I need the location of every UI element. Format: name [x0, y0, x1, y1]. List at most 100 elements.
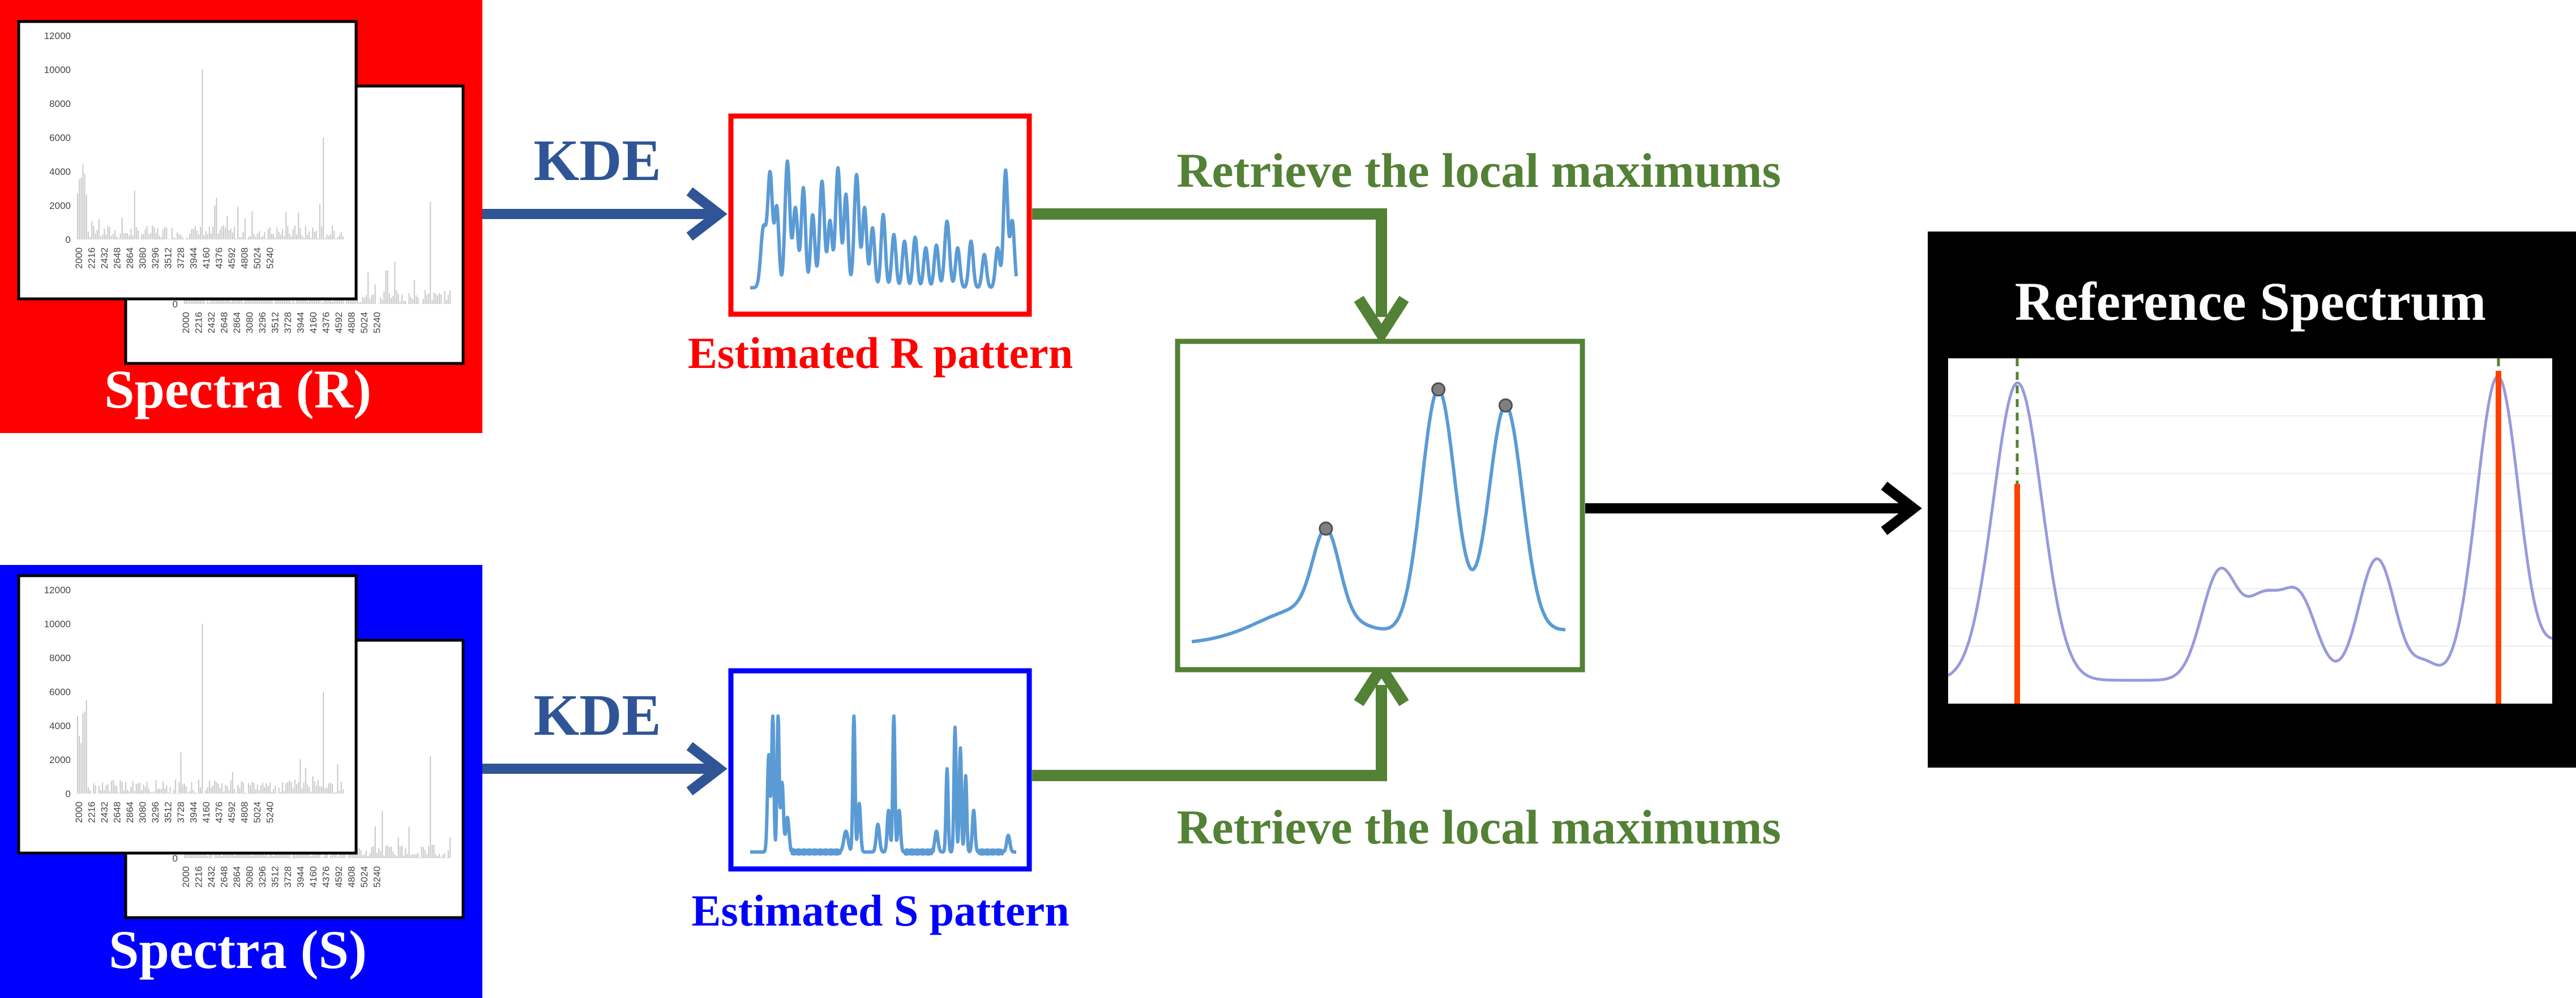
- thumb-bars: [77, 70, 344, 239]
- thumb-x-tick: 4592: [226, 802, 237, 823]
- estimated-s-pattern-label: Estimated S pattern: [691, 886, 1069, 935]
- thumb-x-tick: 2432: [206, 866, 217, 888]
- reference-spectrum-panel: Reference Spectrum: [1928, 232, 2576, 768]
- thumb-x-tick: 3728: [176, 247, 186, 269]
- thumb-x-tick: 4808: [346, 866, 357, 888]
- retrieve-label-r: Retrieve the local maximums: [1176, 143, 1781, 198]
- kde-label-s: KDE: [533, 683, 661, 748]
- thumb-x-tick: 2216: [87, 247, 97, 269]
- thumb-x-tick: 4592: [333, 312, 344, 333]
- thumb-x-tick: 2648: [219, 312, 230, 333]
- thumb-x-tick: 2216: [194, 866, 204, 888]
- thumb-x-tick: 3296: [257, 866, 268, 888]
- thumb-y-tick: 0: [173, 299, 178, 310]
- thumb-y-tick: 6000: [49, 687, 71, 697]
- thumb-x-tick: 3944: [189, 802, 199, 823]
- kde-arrow-s: [482, 742, 728, 796]
- thumb-x-tick: 2648: [112, 802, 123, 823]
- thumb-x-tick: 4160: [201, 247, 212, 269]
- spectra-s-label: Spectra (S): [109, 919, 367, 980]
- thumb-x-tick: 3512: [270, 866, 281, 888]
- thumb-x-tick: 4376: [321, 866, 332, 888]
- thumb-x-tick: 3728: [283, 312, 293, 333]
- thumb-x-tick: 3296: [257, 312, 268, 333]
- thumb-y-tick: 0: [173, 853, 178, 864]
- thumb-x-tick: 2432: [206, 312, 217, 333]
- thumb-x-tick: 2648: [219, 866, 230, 888]
- thumb-x-tick: 3296: [150, 247, 161, 269]
- thumb-y-tick: 8000: [49, 653, 71, 663]
- thumb-y-tick: 0: [66, 789, 71, 799]
- thumb-x-tick: 2216: [87, 802, 97, 823]
- thumb-bars: [77, 624, 344, 794]
- thumb-x-tick: 2864: [232, 312, 242, 333]
- thumb-x-tick: 2000: [74, 802, 84, 823]
- thumb-y-tick: 2000: [49, 200, 71, 211]
- thumb-y-tick: 12000: [44, 585, 71, 596]
- thumb-x-tick: 5024: [359, 312, 370, 333]
- thumb-x-tick: 2864: [232, 866, 242, 888]
- thumb-x-tick: 4160: [201, 802, 212, 823]
- thumb-y-tick: 6000: [49, 132, 71, 143]
- thumb-x-tick: 4592: [333, 866, 344, 888]
- thumb-y-tick: 10000: [44, 619, 71, 629]
- thumb-x-tick: 2864: [125, 802, 135, 823]
- local-maximum-markers: [1319, 382, 1513, 536]
- thumb-x-tick: 2864: [125, 247, 135, 269]
- local-maximum-marker: [1498, 398, 1513, 413]
- estimated-r-pattern-line: [748, 159, 1018, 290]
- estimated-r-pattern-label: Estimated R pattern: [688, 328, 1073, 378]
- thumb-x-tick: 3296: [150, 802, 161, 823]
- local-maximum-box: [1175, 339, 1585, 673]
- reference-grid: [1948, 415, 2552, 647]
- thumb-x-tick: 5240: [372, 866, 383, 888]
- local-maximum-marker: [1319, 521, 1333, 536]
- thumb-x-tick: 2000: [181, 866, 191, 888]
- thumb-x-tick: 4376: [214, 247, 225, 269]
- thumb-x-tick: 5024: [359, 866, 370, 888]
- thumb-x-tick: 4376: [214, 802, 225, 823]
- thumb-y-tick: 8000: [49, 98, 71, 109]
- thumb-y-tick: 4000: [49, 721, 71, 731]
- thumb-x-tick: 3512: [163, 247, 174, 269]
- thumb-x-tick: 3944: [296, 866, 306, 888]
- estimated-s-pattern-box: [728, 668, 1032, 872]
- thumb-x-tick: 5024: [252, 247, 263, 269]
- thumb-x-tick: 5240: [265, 802, 276, 823]
- thumb-x-tick: 3080: [138, 247, 148, 269]
- thumb-x-tick: 3728: [283, 866, 293, 888]
- retrieve-arrow-r: [1032, 208, 1409, 345]
- thumb-x-tick: 3728: [176, 802, 186, 823]
- thumb-x-tick: 2432: [99, 802, 110, 823]
- thumb-x-tick: 3944: [296, 312, 306, 333]
- spectra-r-label: Spectra (R): [104, 359, 371, 419]
- kde-label-r: KDE: [533, 128, 661, 193]
- local-maximum-marker: [1431, 382, 1446, 397]
- thumb-x-tick: 4592: [226, 247, 237, 269]
- kde-arrow-r: [482, 187, 728, 241]
- thumb-x-tick: 4808: [239, 247, 250, 269]
- thumb-x-tick: 5240: [265, 247, 276, 269]
- estimated-s-pattern-line: [748, 714, 1018, 856]
- thumb-x-tick: 5240: [372, 312, 383, 333]
- thumb-x-tick: 3944: [189, 247, 199, 269]
- thumb-x-tick: 5024: [252, 802, 263, 823]
- thumb-x-tick: 4376: [321, 312, 332, 333]
- thumb-x-tick: 4160: [308, 866, 319, 888]
- thumb-x-tick: 2648: [112, 247, 123, 269]
- output-arrow: [1585, 481, 1922, 536]
- thumb-y-tick: 0: [66, 234, 71, 245]
- estimated-r-pattern-box: [728, 113, 1032, 317]
- thumb-x-tick: 3080: [245, 866, 255, 888]
- thumb-x-tick: 3512: [270, 312, 281, 333]
- thumb-y-tick: 4000: [49, 166, 71, 177]
- thumb-x-tick: 3512: [163, 802, 174, 823]
- thumb-y-tick: 12000: [44, 31, 71, 41]
- thumb-x-tick: 4160: [308, 312, 319, 333]
- thumb-x-tick: 4808: [239, 802, 250, 823]
- retrieve-label-s: Retrieve the local maximums: [1176, 800, 1781, 854]
- thumb-x-tick: 2432: [99, 247, 110, 269]
